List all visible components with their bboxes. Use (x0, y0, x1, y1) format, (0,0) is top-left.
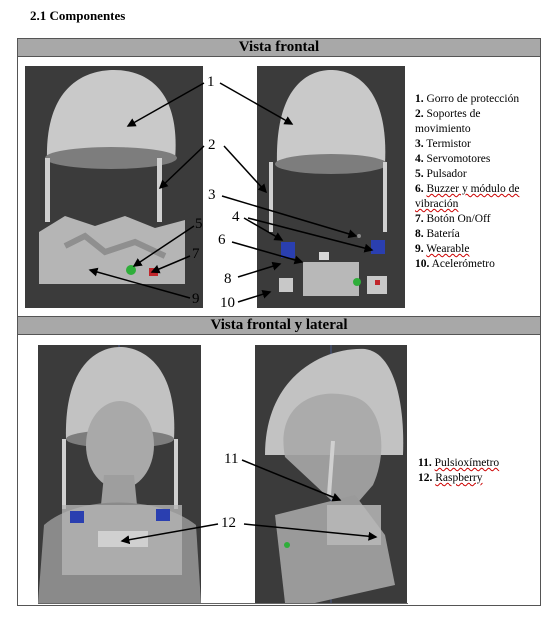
section-title-front: Vista frontal (17, 38, 541, 57)
legend-item: 8. Batería (415, 228, 460, 240)
legend-item: 2. Soportes de movimiento (415, 108, 481, 135)
section-title-front-side: Vista frontal y lateral (17, 316, 541, 335)
legend-front: 1. Gorro de protección 2. Soportes de mo… (415, 92, 537, 272)
wearable-part (303, 262, 359, 296)
callout-8: 8 (224, 271, 232, 287)
callout-3: 3 (208, 187, 216, 203)
legend-item: 10. Acelerómetro (415, 258, 495, 270)
front-head-drawing (38, 345, 201, 603)
legend-item: 7. Botón On/Off (415, 213, 491, 225)
on-off-shape (149, 268, 158, 276)
callout-12: 12 (221, 515, 236, 531)
render-front-exploded (257, 66, 405, 308)
render-front-head (38, 345, 201, 603)
helmet-shape (46, 70, 176, 160)
legend-item: 12. Raspberry (418, 472, 483, 484)
left-support (45, 158, 50, 222)
helmet-rim (45, 147, 177, 169)
render-side-head (255, 345, 407, 603)
legend-front-side: 11. Pulsioxímetro 12. Raspberry (418, 456, 538, 486)
pulsador-shape (126, 265, 136, 275)
legend-item: 6. Buzzer y módulo de vibración (415, 183, 520, 210)
callout-2: 2 (208, 137, 216, 153)
front-assembled-drawing (39, 70, 185, 284)
bottom-rule (38, 603, 408, 604)
callout-6: 6 (218, 232, 226, 248)
callout-4: 4 (232, 209, 240, 225)
legend-item: 11. Pulsioxímetro (418, 457, 500, 469)
servo-left (281, 242, 295, 258)
callout-11: 11 (224, 451, 239, 467)
servo-right (371, 240, 385, 254)
render-front-assembled (25, 66, 203, 308)
callout-5: 5 (195, 216, 203, 232)
callout-10: 10 (220, 295, 235, 311)
right-support (157, 158, 162, 222)
legend-item: 9. Wearable (415, 243, 470, 255)
callout-7: 7 (192, 246, 200, 262)
legend-item: 3. Termistor (415, 138, 471, 150)
callout-1: 1 (207, 74, 215, 90)
legend-item: 5. Pulsador (415, 168, 467, 180)
side-head-drawing (265, 345, 404, 603)
legend-item: 1. Gorro de protección (415, 93, 520, 105)
section-heading: 2.1 Componentes (30, 8, 126, 23)
front-exploded-drawing (269, 70, 387, 296)
legend-item: 4. Servomotores (415, 153, 491, 165)
callout-9: 9 (192, 291, 200, 307)
